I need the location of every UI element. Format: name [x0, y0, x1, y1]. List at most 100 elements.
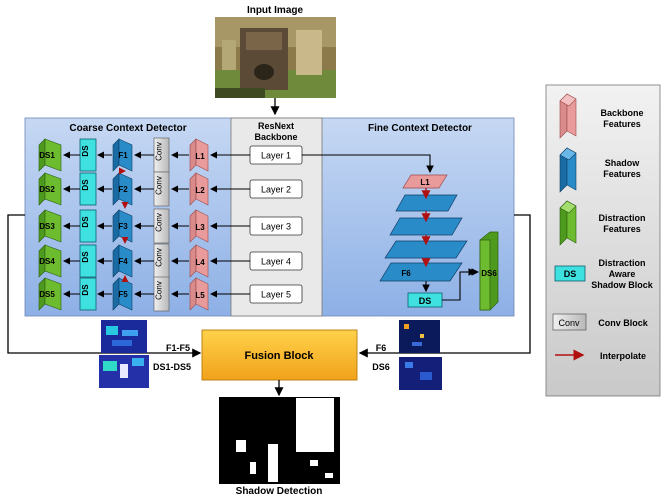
ds-label-3: DS — [81, 216, 90, 228]
fine-context-stack: L1 F6 DS DS6 — [379, 174, 499, 311]
coarse-row-1: Layer 1 L1 Conv F1 DS DS1 — [38, 137, 303, 173]
green-slab-front-4 — [44, 244, 62, 278]
coarse-row-5: Layer 5 L5 Conv F5 DS DS5 — [38, 276, 303, 312]
f-slab-front-1 — [118, 138, 133, 172]
l-slab-front-2 — [195, 172, 209, 206]
ds-output-label-3: DS3 — [39, 222, 55, 231]
coarse-row-2: Layer 2 L2 Conv F2 DS DS2 — [38, 171, 303, 207]
left-inputs-line1: F1-F5 — [166, 343, 190, 353]
ds-output-label-1: DS1 — [39, 151, 55, 160]
layer-label-2: Layer 2 — [261, 185, 291, 195]
right-to-fusion-arrow — [358, 214, 531, 358]
ds-output-label-5: DS5 — [39, 290, 55, 299]
legend-interpolate: Interpolate — [555, 349, 646, 361]
fine-plate-1 — [395, 194, 458, 212]
coarse-row-3: Layer 3 L3 Conv F3 DS DS3 — [38, 208, 303, 244]
fine-context-title: Fine Context Detector — [368, 123, 472, 134]
fine-plate-2 — [389, 217, 463, 236]
green-slab-front-3 — [44, 209, 62, 243]
fine-plate-3 — [384, 240, 468, 259]
right-inputs-line2: DS6 — [372, 362, 390, 372]
conv-label-1: Conv — [155, 142, 164, 161]
fine-plate-f6 — [379, 262, 463, 282]
right-inputs-line1: F6 — [376, 343, 387, 353]
fine-l1-label: L1 — [420, 178, 430, 187]
l-label-4: L4 — [195, 258, 205, 267]
conv-label-2: Conv — [155, 176, 164, 195]
f-label-3: F3 — [118, 222, 128, 231]
l-label-3: L3 — [195, 223, 205, 232]
f-label-1: F1 — [118, 151, 128, 160]
coarse-context-title: Coarse Context Detector — [69, 123, 186, 134]
legend-panel — [545, 84, 661, 397]
l-label-5: L5 — [195, 291, 205, 300]
ds-label-2: DS — [81, 179, 90, 191]
green-slab-front-5 — [44, 277, 62, 311]
legend-conv-text: Conv Block — [598, 318, 649, 328]
legend-distraction-line1: Distraction — [598, 213, 645, 223]
legend-shadow: Shadow Features — [559, 147, 641, 193]
left-feature-thumbnails — [99, 320, 149, 388]
fusion-label: Fusion Block — [244, 350, 314, 362]
right-feature-thumbnails — [399, 320, 442, 390]
legend-ds-block: DS Distraction Aware Shadow Block — [554, 258, 654, 290]
ds6-slab-front — [479, 239, 491, 311]
layer-label-3: Layer 3 — [261, 222, 291, 232]
fine-ds-label: DS — [419, 296, 432, 306]
l-label-1: L1 — [195, 152, 205, 161]
conv-label-3: Conv — [155, 213, 164, 232]
legend-ds-line1: Distraction — [598, 258, 645, 268]
f-label-5: F5 — [118, 290, 128, 299]
legend-distraction-line2: Features — [603, 224, 641, 234]
fine-l1-plate — [402, 174, 448, 189]
layer-label-5: Layer 5 — [261, 290, 291, 300]
backbone-title-line2: Backbone — [254, 132, 297, 142]
ds-label-4: DS — [81, 251, 90, 263]
conv-label-4: Conv — [155, 248, 164, 267]
ds-output-label-4: DS4 — [39, 257, 55, 266]
shadow-detection-output — [219, 397, 340, 484]
f-label-2: F2 — [118, 185, 128, 194]
legend-backbone-line2: Features — [603, 119, 641, 129]
backbone-title-line1: ResNext — [258, 121, 294, 131]
legend-ds-box-label: DS — [564, 269, 577, 279]
ds6-label: DS6 — [481, 269, 497, 278]
coarse-row-4: Layer 4 L4 Conv F4 DS DS4 — [38, 243, 303, 279]
input-image — [215, 17, 336, 98]
f-slab-front-5 — [118, 277, 133, 311]
f-slab-front-2 — [118, 172, 133, 206]
f-label-4: F4 — [118, 257, 128, 266]
f-slab-front-4 — [118, 244, 133, 278]
ds-label-1: DS — [81, 145, 90, 157]
l-slab-front-5 — [195, 277, 209, 311]
legend-ds-line2: Aware — [609, 269, 636, 279]
conv-label-5: Conv — [155, 281, 164, 300]
fusion-block — [201, 329, 358, 381]
fine-f6-label: F6 — [401, 269, 411, 278]
green-slab-front-2 — [44, 172, 62, 206]
l-slab-front-3 — [195, 209, 209, 243]
ds-label-5: DS — [81, 284, 90, 296]
l-label-2: L2 — [195, 186, 205, 195]
shadow-detection-title: Shadow Detection — [236, 486, 323, 497]
legend-interpolate-text: Interpolate — [600, 351, 646, 361]
legend-backbone-line1: Backbone — [600, 108, 643, 118]
ds-output-label-2: DS2 — [39, 185, 55, 194]
legend-ds-line3: Shadow Block — [591, 280, 654, 290]
legend-backbone: Backbone Features — [559, 93, 644, 139]
layer-label-4: Layer 4 — [261, 257, 291, 267]
legend-conv-box-label: Conv — [558, 318, 580, 328]
layer-label-1: Layer 1 — [261, 151, 291, 161]
legend-shadow-line1: Shadow — [605, 158, 641, 168]
l-slab-front-4 — [195, 244, 209, 278]
legend-distraction: Distraction Features — [559, 200, 646, 246]
input-image-title: Input Image — [247, 5, 304, 16]
legend-shadow-line2: Features — [603, 169, 641, 179]
layer1-to-fine-arrow — [302, 154, 434, 174]
left-inputs-line2: DS1-DS5 — [153, 362, 191, 372]
legend-conv-block: Conv Conv Block — [552, 313, 649, 331]
l-slab-front-1 — [195, 138, 209, 172]
